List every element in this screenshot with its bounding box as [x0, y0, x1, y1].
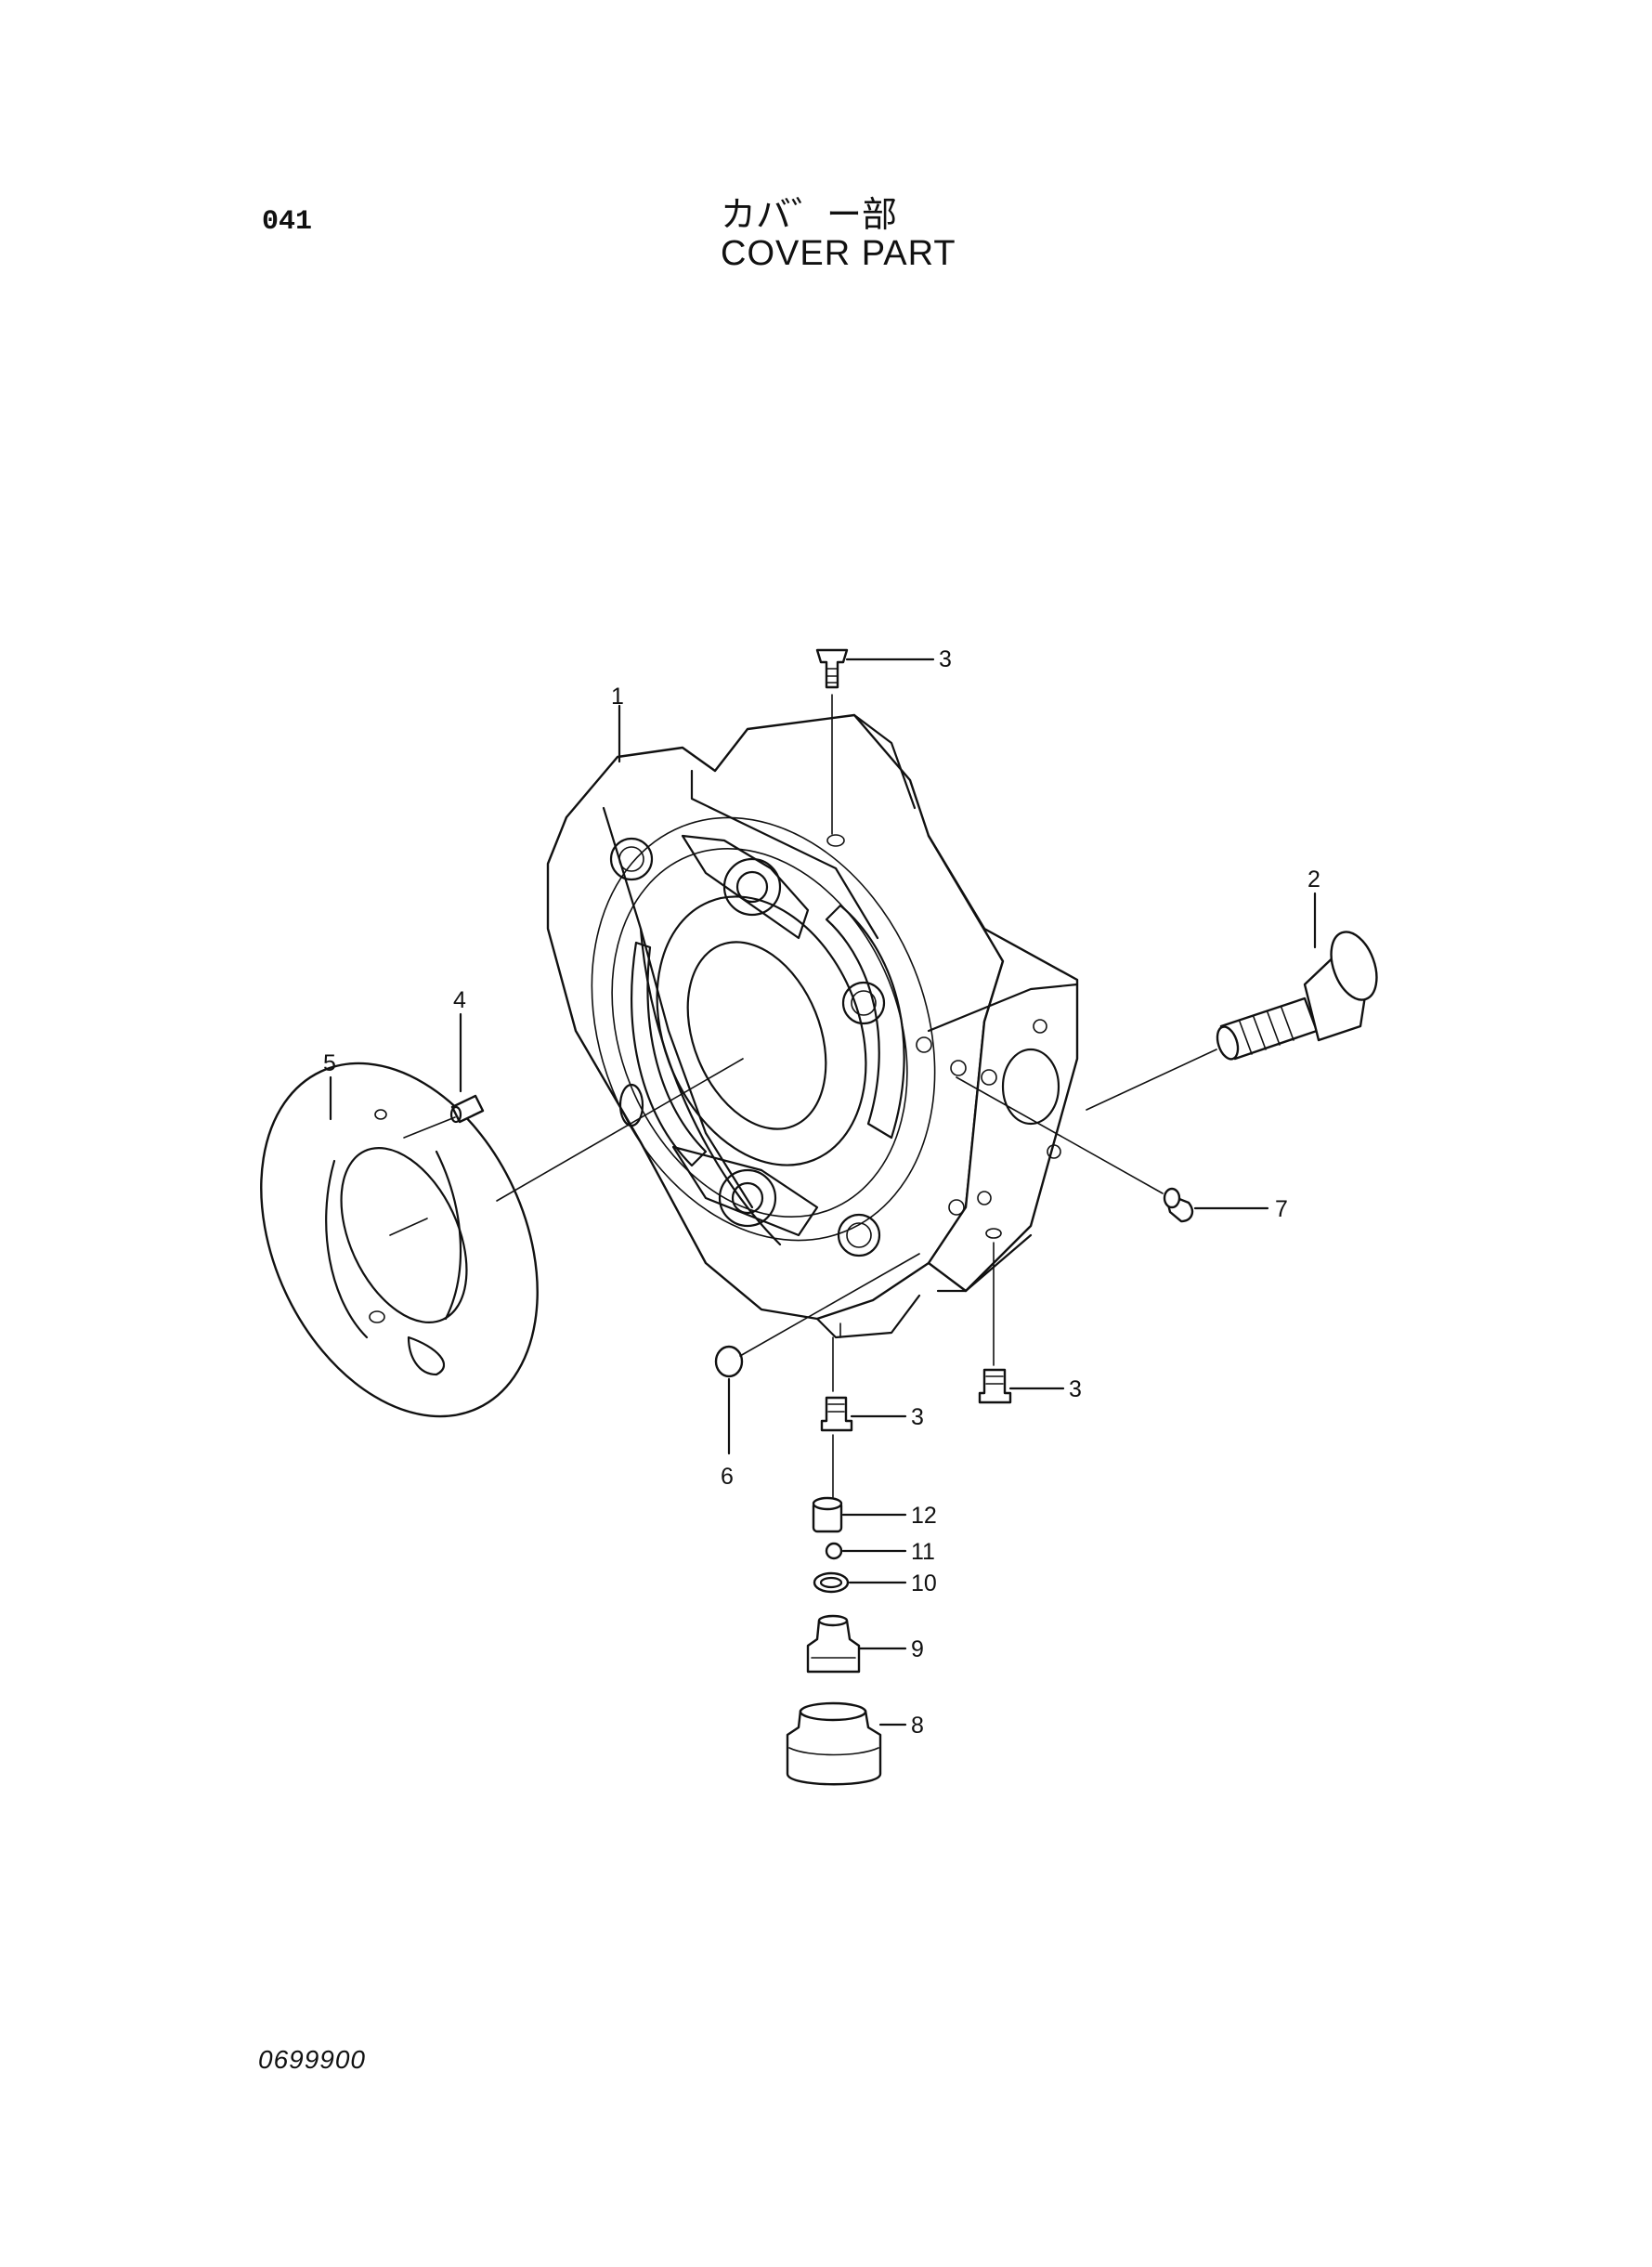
callout-7: 7: [1275, 1196, 1288, 1222]
document-code: 0699900: [258, 2045, 367, 2074]
adapter-part-9: [806, 1614, 861, 1674]
callout-9: 9: [911, 1636, 924, 1662]
leader-lines: [329, 658, 1317, 1726]
ball-part-11: [825, 1542, 843, 1560]
plug-bottom-right-part: [978, 1368, 1012, 1404]
title-english: COVER PART: [721, 234, 956, 273]
callout-6: 6: [721, 1464, 734, 1490]
callout-4: 4: [453, 987, 466, 1013]
page-number: 041: [262, 206, 313, 238]
sleeve-part-12: [812, 1496, 843, 1533]
callout-11: 11: [911, 1539, 935, 1565]
plug-part-7: [1163, 1187, 1194, 1223]
callout-12: 12: [911, 1503, 937, 1529]
pin-part: [449, 1094, 485, 1124]
plug-top-part: [815, 648, 849, 689]
plug-bottom-center-part: [820, 1396, 853, 1432]
callout-2: 2: [1307, 866, 1320, 892]
callout-3-top: 3: [939, 646, 952, 672]
o-ring-part-10: [813, 1571, 850, 1594]
socket-bolt-part: [1216, 931, 1378, 1061]
callout-1: 1: [611, 684, 624, 710]
cap-part-8: [786, 1701, 882, 1786]
callout-5: 5: [323, 1050, 336, 1076]
valve-plate-part: [260, 1062, 539, 1418]
callout-labels: 3 1 2 4 5 7 3 3 6 12 11 10 9 8: [323, 646, 1320, 1739]
callout-10: 10: [911, 1570, 937, 1596]
callout-8: 8: [911, 1713, 924, 1739]
callout-3-center: 3: [911, 1404, 924, 1430]
ball-part-6: [714, 1345, 744, 1378]
title-japanese: カバ゛ー部: [721, 194, 898, 235]
cover-housing-part: [546, 713, 1079, 1339]
callout-3-right: 3: [1069, 1376, 1082, 1402]
